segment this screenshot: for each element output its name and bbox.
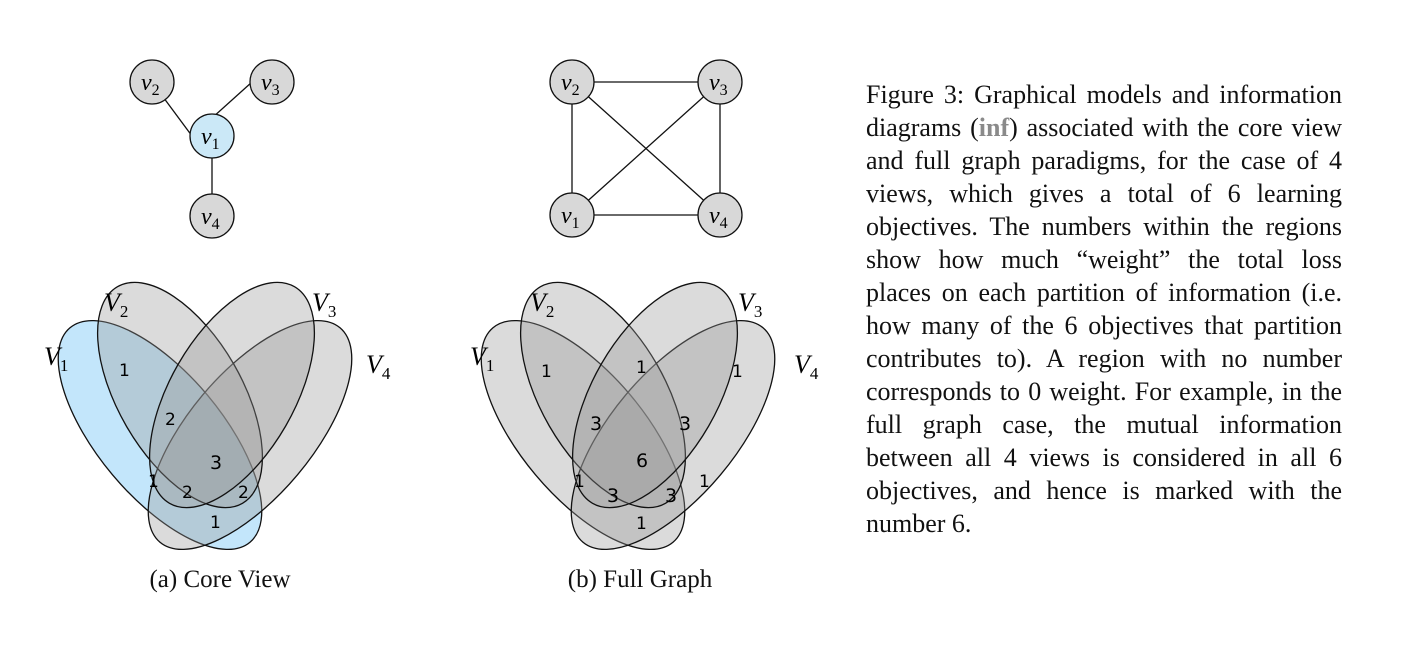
caption-full-graph: (b) Full Graph: [567, 566, 713, 593]
set-v2: [96, 281, 264, 509]
node-v4: [697, 192, 743, 238]
set-v4: [570, 319, 776, 551]
region-v1v2v3v4: 6: [636, 450, 648, 472]
region-v1v2v3: 3: [590, 413, 602, 435]
node-v3: [249, 59, 295, 105]
set-v4-label: V4: [366, 350, 391, 383]
citation-link[interactable]: inf: [978, 113, 1010, 142]
panel-full-graph: v2 v3 v1 v4 V1 V2 V3 V4 1 1 1 3 3 6 1: [440, 40, 840, 610]
set-v3-label: V3: [312, 288, 336, 321]
set-v2-label: V2: [530, 288, 554, 321]
figure-label: Figure 3:: [866, 80, 965, 109]
set-v4: [147, 319, 353, 551]
region-v1v3v4: 3: [665, 485, 677, 507]
region-v1v2v4-lower: 2: [182, 483, 193, 503]
full-graph: v2 v3 v1 v4: [549, 59, 743, 238]
set-v1-label: V1: [470, 342, 494, 375]
node-v2-label: v2: [561, 70, 580, 99]
set-v1-label: V1: [44, 342, 68, 375]
node-v2: [129, 59, 175, 105]
region-v1v2v4: 1: [148, 472, 159, 492]
region-v1v2v3: 2: [165, 410, 176, 430]
caption-text-after: ) associated with the core view and full…: [866, 113, 1342, 538]
core-view-svg: v2 v3 v1 v4 V1 V2 V3 V4 1 2 3 1 2 2: [44, 59, 391, 551]
node-v1-core: [189, 113, 235, 159]
set-v2-label: V2: [104, 288, 128, 321]
figure-caption: Figure 3: Graphical models and informati…: [866, 78, 1342, 540]
region-v3v4: 1: [732, 362, 743, 382]
full-venn: V1 V2 V3 V4 1 1 1 3 3 6 1 3 3 1 1: [470, 281, 819, 551]
region-v1v2: 1: [119, 361, 130, 381]
set-v3: [571, 281, 739, 509]
edge-v3-v1: [571, 81, 721, 216]
caption-text-before: Graphical models and information diagram…: [866, 80, 1342, 142]
node-v2: [549, 59, 595, 105]
core-venn: V1 V2 V3 V4 1 2 3 1 2 2 1: [44, 281, 391, 551]
node-v3-label: v3: [261, 70, 280, 99]
full-graph-svg: v2 v3 v1 v4 V1 V2 V3 V4 1 1 1 3 3 6 1: [470, 59, 819, 551]
region-v1v4: 1: [636, 514, 647, 534]
node-v2-label: v2: [141, 70, 160, 99]
set-v3: [148, 281, 316, 509]
region-v1v2: 1: [541, 362, 552, 382]
set-v4-label: V4: [794, 350, 819, 383]
node-v4-label: v4: [201, 204, 220, 233]
region-v2v3: 1: [636, 358, 647, 378]
panel-core-view: v2 v3 v1 v4 V1 V2 V3 V4 1 2 3 1 2 2: [20, 40, 420, 610]
region-v2v4: 1: [699, 472, 710, 492]
region-v1v3v4-lower: 2: [238, 483, 249, 503]
node-v4-label: v4: [709, 203, 728, 232]
core-graph: v2 v3 v1 v4: [129, 59, 295, 239]
set-v2: [519, 281, 687, 509]
node-v3: [697, 59, 743, 105]
caption-core-view: (a) Core View: [149, 566, 291, 593]
region-v1v3: 1: [574, 472, 585, 492]
set-v1: [480, 319, 686, 551]
region-v1v2v3v4: 3: [210, 452, 222, 474]
set-v3-label: V3: [738, 288, 762, 321]
node-v4: [189, 193, 235, 239]
region-v1v4: 1: [210, 513, 221, 533]
region-v2v3v4: 3: [679, 413, 691, 435]
node-v1-label: v1: [201, 124, 220, 153]
node-v1-label: v1: [561, 203, 580, 232]
node-v3-label: v3: [709, 70, 728, 99]
set-v1: [57, 319, 263, 551]
node-v1: [549, 192, 595, 238]
region-v1v2v4: 3: [607, 485, 619, 507]
